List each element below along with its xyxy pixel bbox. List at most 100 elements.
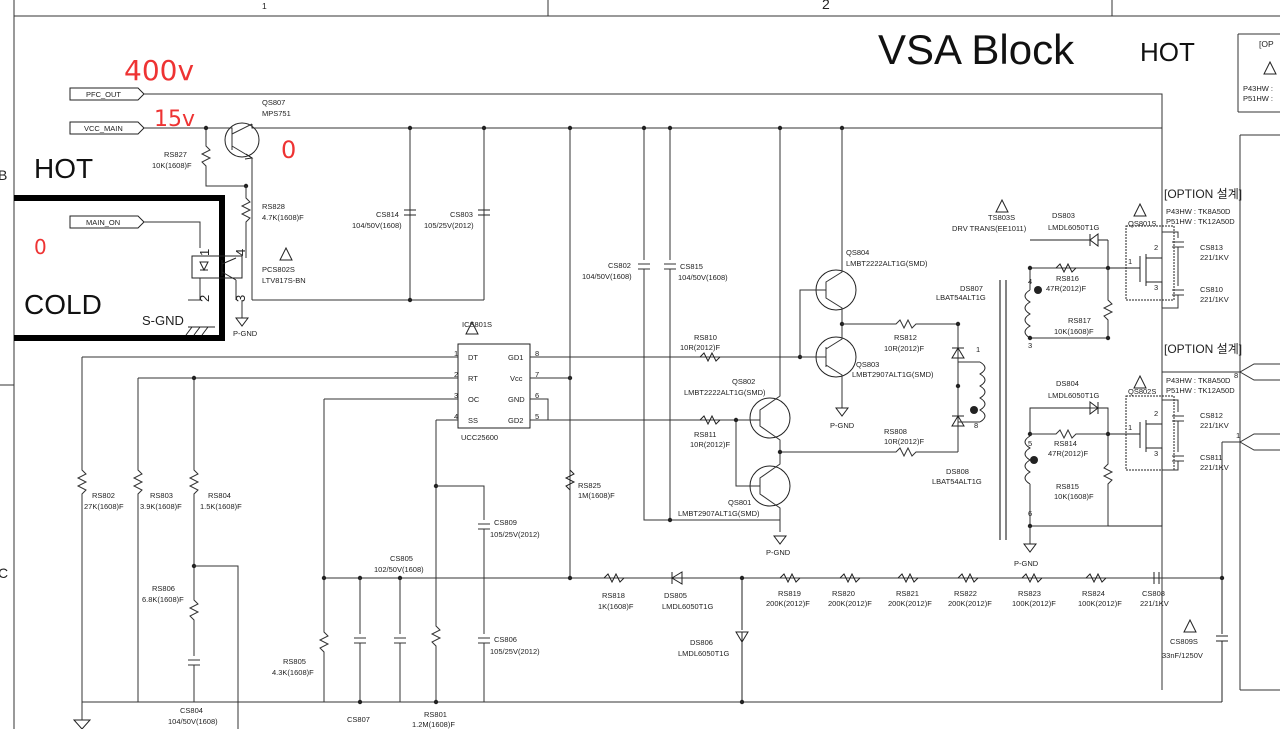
warning-triangle-icon <box>279 246 293 261</box>
svg-text:DS808: DS808 <box>946 467 969 476</box>
resistor-rs808-val: 10R(2012)F <box>884 437 924 446</box>
capacitor-cs808: CS808 221/1KV <box>1140 572 1169 608</box>
svg-text:GND: GND <box>508 395 525 404</box>
svg-text:RS817: RS817 <box>1068 316 1091 325</box>
resistor-rs806-val: 6.8K(1608)F <box>142 595 184 604</box>
capacitor-cs802 <box>638 128 780 521</box>
resistor-rs803 <box>132 378 144 702</box>
svg-text:3: 3 <box>1028 341 1032 350</box>
svg-text:PFC_OUT: PFC_OUT <box>86 90 121 99</box>
warning-triangle-icon <box>1133 202 1147 217</box>
svg-text:RS824: RS824 <box>1082 589 1105 598</box>
svg-text:RT: RT <box>468 374 478 383</box>
capacitor-cs804-val: 104/50V(1608) <box>168 717 218 726</box>
svg-text:RS811: RS811 <box>694 430 716 439</box>
svg-text:102/50V(1608): 102/50V(1608) <box>374 565 424 574</box>
svg-text:Vcc: Vcc <box>510 374 523 383</box>
resistor-rs801 <box>430 420 442 702</box>
svg-text:3: 3 <box>454 391 458 400</box>
pgnd-label-upper: P-GND <box>830 421 855 430</box>
resistor-rs810 <box>699 351 721 363</box>
svg-text:UCC25600: UCC25600 <box>461 433 498 442</box>
transistor-qs804: QS804 LMBT2222ALT1G(SMD) <box>799 128 928 357</box>
capacitor-cs803: CS803 105/25V(2012) <box>424 209 490 230</box>
page-title: VSA Block <box>878 26 1075 73</box>
svg-text:ICS801S: ICS801S <box>462 320 492 329</box>
connector-pin-1-label: 1 <box>1236 431 1240 440</box>
svg-text:DS805: DS805 <box>664 591 687 600</box>
svg-text:RS819: RS819 <box>778 589 801 598</box>
transistor-qs801: QS801 LMBT2907ALT1G(SMD) <box>678 465 791 518</box>
ic-ucc25600: ICS801S UCC25600 DT RT OC SS 1 2 3 4 GD1… <box>454 320 539 442</box>
svg-text:221/1KV: 221/1KV <box>1200 295 1229 304</box>
svg-text:LMDL6050T1G: LMDL6050T1G <box>678 649 729 658</box>
svg-text:1: 1 <box>1128 423 1132 432</box>
svg-text:1: 1 <box>1128 257 1132 266</box>
option-bottom-line1: P43HW : TK8A50D <box>1166 376 1231 385</box>
resistor-rs822: RS822 200K(2012)F <box>948 572 992 608</box>
svg-text:GD1: GD1 <box>508 353 523 362</box>
svg-text:221/1KV: 221/1KV <box>1200 253 1229 262</box>
resistor-rs814 <box>1030 428 1108 440</box>
svg-text:1.5K(1608)F: 1.5K(1608)F <box>200 502 242 511</box>
svg-text:LBAT54ALT1G: LBAT54ALT1G <box>932 477 982 486</box>
capacitor-cs807 <box>354 578 366 702</box>
svg-text:RS825: RS825 <box>578 481 601 490</box>
svg-text:3: 3 <box>233 295 248 302</box>
diode-ds804 <box>1030 401 1108 415</box>
svg-text:7: 7 <box>535 370 539 379</box>
row-label-c: C <box>0 565 8 581</box>
svg-text:DRV TRANS(EE1011): DRV TRANS(EE1011) <box>952 224 1027 233</box>
ic-left-nets <box>82 356 458 421</box>
resistor-rs821: RS821 200K(2012)F <box>888 572 932 608</box>
diode-ds805: DS805 LMDL6050T1G <box>662 571 713 611</box>
svg-text:QS803: QS803 <box>856 360 879 369</box>
svg-text:RS801: RS801 <box>424 710 447 719</box>
annotation-circle-main-on: 0 <box>34 235 47 259</box>
svg-text:DS806: DS806 <box>690 638 713 647</box>
port-main-on: MAIN_ON <box>69 215 201 248</box>
svg-text:105/25V(2012): 105/25V(2012) <box>490 647 540 656</box>
svg-text:2: 2 <box>454 370 458 379</box>
svg-text:1.2M(1608)F: 1.2M(1608)F <box>412 720 455 729</box>
pgnd-icon <box>1023 543 1037 553</box>
svg-text:CS803: CS803 <box>450 210 473 219</box>
capacitor-cs814: CS814 104/50V(1608) <box>352 209 416 230</box>
svg-text:1M(1608)F: 1M(1608)F <box>578 491 615 500</box>
resistor-rs815-ref: RS815 <box>1056 482 1079 491</box>
svg-text:RS810: RS810 <box>694 333 717 342</box>
diode-ds808: DS808 LBAT54ALT1G <box>932 415 982 486</box>
transformer-ts803s: 1 4 3 5 6 8 TS803S DRV TRANS(EE1011) <box>952 198 1042 540</box>
svg-text:RS816: RS816 <box>1056 274 1079 283</box>
resistor-rs816 <box>1055 262 1077 274</box>
capacitor-cs809-cs806 <box>436 485 490 702</box>
svg-text:LTV817S-BN: LTV817S-BN <box>262 276 306 285</box>
resistor-rs825 <box>564 469 576 491</box>
resistor-rs819: RS819 200K(2012)F <box>766 572 810 608</box>
svg-text:LMBT2907ALT1G(SMD): LMBT2907ALT1G(SMD) <box>852 370 934 379</box>
resistor-rs804 <box>188 378 200 702</box>
svg-text:3: 3 <box>1154 449 1158 458</box>
svg-text:10K(1608)F: 10K(1608)F <box>152 161 192 170</box>
svg-text:DS807: DS807 <box>960 284 983 293</box>
option-clip-line1: P43HW : <box>1243 84 1273 93</box>
svg-text:33nF/1250V: 33nF/1250V <box>1162 651 1203 660</box>
warning-triangle-icon <box>465 320 479 335</box>
connector-pin-1 <box>1221 433 1280 578</box>
capacitor-cs809s: CS809S 33nF/1250V <box>1162 578 1228 702</box>
capacitor-cs812-cs811 <box>1162 399 1184 471</box>
svg-text:LBAT54ALT1G: LBAT54ALT1G <box>936 293 986 302</box>
transistor-qs807: QS807 MPS751 <box>222 98 410 300</box>
svg-text:8: 8 <box>535 349 539 358</box>
svg-text:RS804: RS804 <box>208 491 231 500</box>
svg-text:3: 3 <box>1154 283 1158 292</box>
transistor-qs802: QS802 LMBT2222ALT1G(SMD) <box>684 377 791 439</box>
option-top-line1: P43HW : TK8A50D <box>1166 207 1231 216</box>
svg-text:MPS751: MPS751 <box>262 109 291 118</box>
resistor-rs818: RS818 1K(1608)F <box>598 572 634 611</box>
hot-side-label: HOT <box>1140 37 1195 67</box>
svg-text:5: 5 <box>1028 439 1032 448</box>
warning-triangle-icon <box>1263 60 1277 75</box>
svg-text:VCC_MAIN: VCC_MAIN <box>84 124 123 133</box>
